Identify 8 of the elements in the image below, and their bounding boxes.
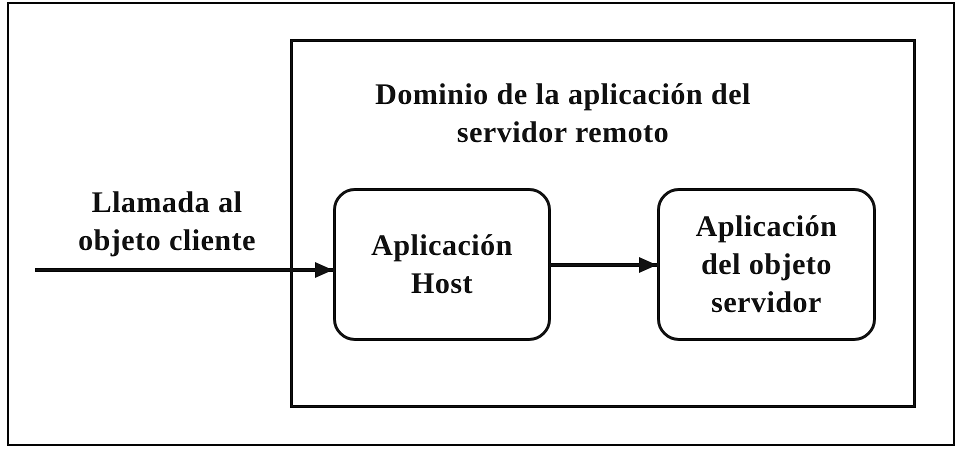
domain-box bbox=[290, 39, 916, 408]
node-label: Aplicación Host bbox=[370, 228, 514, 302]
node-label: Aplicación del objeto servidor bbox=[694, 208, 838, 320]
group-title: Dominio de la aplicación del servidor remoto bbox=[374, 77, 752, 151]
arrow bbox=[35, 262, 333, 278]
arrow bbox=[551, 257, 657, 273]
process-box bbox=[333, 188, 551, 341]
process-box bbox=[657, 188, 876, 341]
